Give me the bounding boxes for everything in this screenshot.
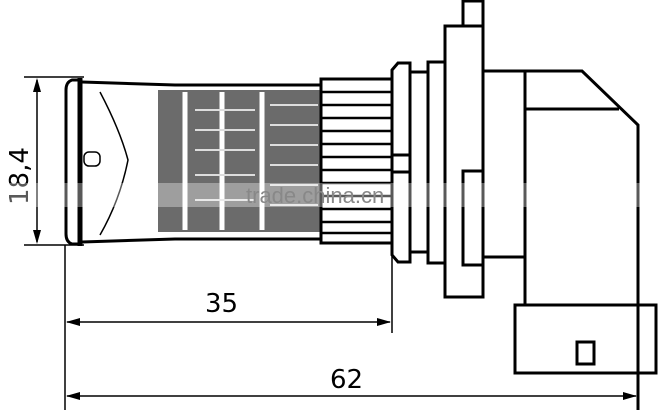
watermark: trade.china.cn (246, 183, 384, 208)
heat-sink-fins (319, 77, 394, 245)
led-body (81, 80, 320, 244)
total-length-dimension: 62 (66, 365, 637, 400)
total-length-label: 62 (330, 365, 363, 395)
head-length-label: 35 (205, 289, 238, 319)
diameter-dimension: 18,4 (5, 76, 84, 246)
lens-cap (64, 78, 83, 246)
connector-plug (513, 303, 658, 375)
bulb-base (390, 0, 658, 410)
head-length-dimension: 35 (64, 243, 393, 410)
diameter-label: 18,4 (5, 147, 35, 205)
